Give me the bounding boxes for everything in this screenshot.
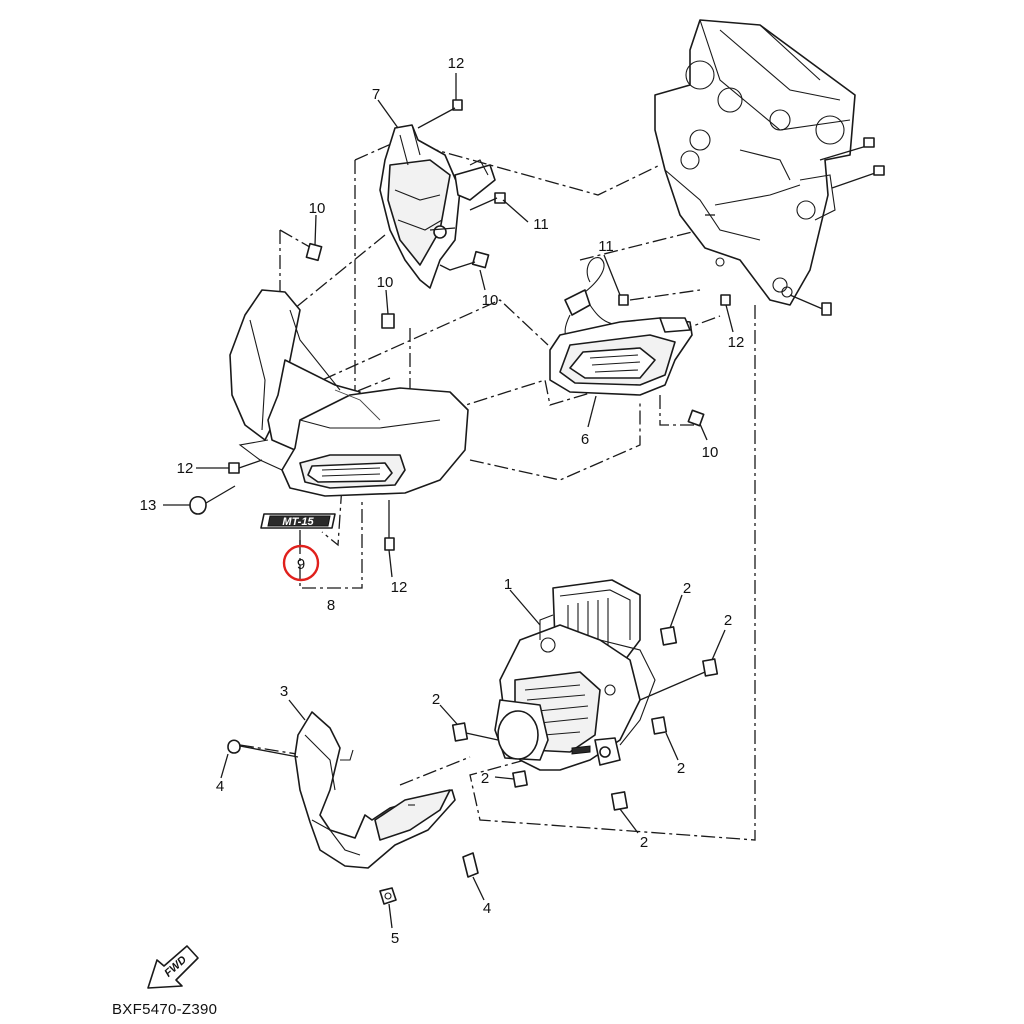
callout-6: 6 [581, 431, 589, 448]
callout-11: 11 [598, 238, 614, 255]
callout-2: 2 [724, 612, 732, 629]
callout-7: 7 [372, 86, 380, 103]
callout-5: 5 [391, 930, 399, 947]
callout-2: 2 [677, 760, 685, 777]
callout-4: 4 [216, 778, 224, 795]
callout-10: 10 [377, 274, 394, 291]
bolt-group [705, 137, 885, 316]
callout-2: 2 [432, 691, 440, 708]
fwd-arrow-icon: FWD [147, 945, 199, 989]
callout-2: 2 [640, 834, 648, 851]
callout-10: 10 [309, 200, 326, 217]
under-cowl-3 [294, 711, 456, 869]
callout-1: 1 [504, 576, 512, 593]
callout-leaders [163, 73, 734, 929]
lens-housing-6 [549, 317, 693, 396]
fasteners [189, 99, 731, 905]
callout-12: 12 [728, 334, 745, 351]
callout-3: 3 [280, 683, 288, 700]
callout-11: 11 [533, 216, 549, 233]
highlight-circle [282, 544, 320, 582]
callout-4: 4 [483, 900, 491, 917]
frame-bracket [654, 19, 856, 306]
callout-13: 13 [140, 497, 157, 514]
headlight-unit-1 [494, 579, 656, 771]
emblem-9: MT-15 [260, 513, 336, 529]
callout-2: 2 [481, 770, 489, 787]
callout-9: 9 [297, 556, 305, 573]
side-bracket-7 [379, 124, 496, 289]
callout-10: 10 [702, 444, 719, 461]
callout-2: 2 [683, 580, 691, 597]
callout-8: 8 [327, 597, 335, 614]
callout-numbers: 12 7 10 11 10 10 11 12 6 10 12 13 9 12 8… [140, 55, 745, 947]
callout-12: 12 [391, 579, 408, 596]
diagram-code: BXF5470-Z390 [112, 1001, 218, 1018]
emblem-text: MT-15 [282, 516, 314, 528]
callout-12: 12 [448, 55, 465, 72]
callout-10: 10 [482, 292, 499, 309]
front-cowling-8 [229, 289, 469, 497]
callout-12: 12 [177, 460, 194, 477]
